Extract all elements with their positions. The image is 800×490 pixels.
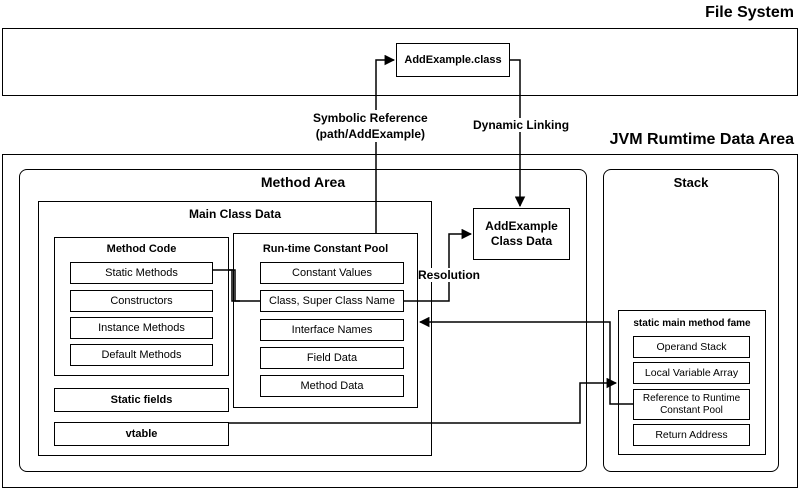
add-example-class-data: AddExample Class Data (473, 208, 570, 260)
constant-pool-title: Run-time Constant Pool (262, 243, 389, 255)
constant-pool-item: Constant Values (260, 262, 404, 284)
method-code-item: Default Methods (70, 344, 213, 366)
file-system-title: File System (705, 4, 794, 21)
method-code-item: Static Methods (70, 262, 213, 284)
method-code-item: Instance Methods (70, 317, 213, 339)
method-code-item: Constructors (70, 290, 213, 312)
constant-pool-item: Method Data (260, 375, 404, 397)
frame-title: static main method fame (633, 318, 751, 329)
add-example-class-file: AddExample.class (396, 43, 510, 77)
constant-pool-item: Field Data (260, 347, 404, 369)
method-code-title: Method Code (106, 243, 177, 255)
constant-pool-item: Class, Super Class Name (260, 290, 404, 312)
vtable-box: vtable (54, 422, 229, 446)
resolution-label: Resolution (418, 268, 480, 282)
method-area-title: Method Area (260, 174, 346, 190)
dynamic-linking-label: Dynamic Linking (473, 118, 570, 132)
frame-item: Operand Stack (633, 336, 750, 358)
stack-title: Stack (673, 175, 709, 190)
symbolic-reference-label: Symbolic Reference (path/AddExample) (313, 110, 428, 142)
frame-item: Reference to Runtime Constant Pool (633, 389, 750, 420)
constant-pool-item: Interface Names (260, 319, 404, 341)
static-fields-box: Static fields (54, 388, 229, 412)
frame-item: Local Variable Array (633, 362, 750, 384)
main-class-data-title: Main Class Data (188, 207, 282, 221)
frame-item: Return Address (633, 424, 750, 446)
jvm-title: JVM Rumtime Data Area (609, 131, 794, 148)
